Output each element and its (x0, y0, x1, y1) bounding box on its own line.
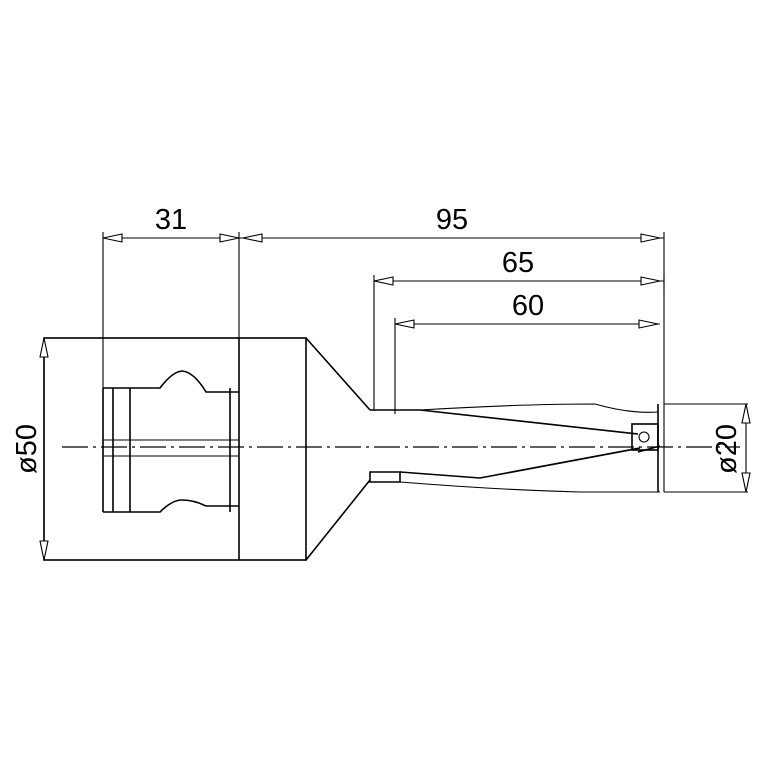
cutting-insert (631, 423, 661, 453)
shank-bore (102, 370, 239, 513)
dimension-31: 31 (102, 204, 240, 243)
dimension-diameter-20: ø20 (711, 403, 751, 493)
dimension-label-diameter-20: ø20 (711, 424, 743, 474)
taper-neck (305, 337, 371, 561)
dimension-label-95: 95 (436, 204, 468, 236)
dimension-95: 95 (239, 204, 664, 243)
dimension-65: 65 (373, 247, 664, 286)
tip-extension-lines (663, 403, 748, 493)
dimension-label-diameter-50: ø50 (11, 424, 43, 474)
dimension-diameter-50: ø50 (11, 337, 49, 561)
dimension-label-31: 31 (155, 204, 187, 236)
shank-body (43, 337, 307, 561)
extension-lines (102, 232, 665, 414)
dimension-60: 60 (394, 290, 660, 329)
dimension-label-65: 65 (502, 247, 534, 279)
dimension-label-60: 60 (512, 290, 544, 322)
drill-flute (369, 403, 660, 493)
